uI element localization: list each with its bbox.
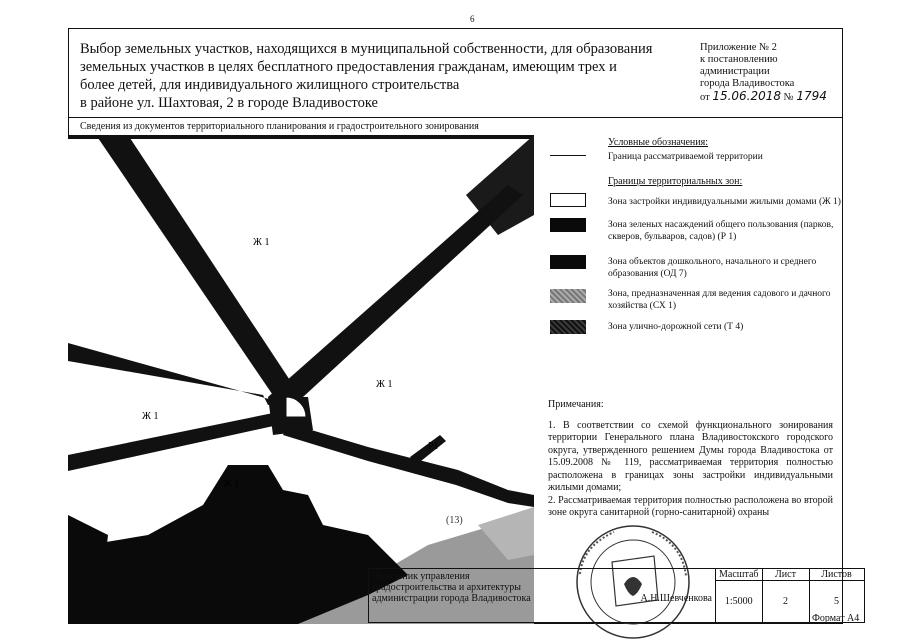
sheets-header: Листов	[808, 568, 865, 581]
notes-title: Примечания:	[548, 399, 604, 410]
title-line-3: более детей, для индивидуального жилищно…	[80, 77, 460, 93]
legend-zones-title: Границы территориальных зон:	[608, 176, 743, 187]
note-2: 2. Рассматриваемая территория полностью …	[548, 494, 833, 519]
green-zone-bottom	[88, 465, 408, 624]
legend-title: Условные обозначения:	[608, 137, 709, 148]
sheet-header: Лист	[761, 568, 810, 581]
signatory-position-1: Начальник управления	[372, 571, 470, 582]
signatory-position-2: градостроительства и архитектуры	[372, 582, 521, 593]
legend-item-sh1: Зона, предназначенная для ведения садово…	[608, 289, 831, 311]
road-diagonal-right	[268, 185, 523, 397]
road-label: (13)	[446, 515, 463, 526]
green-zone-left	[68, 515, 108, 624]
sheet-value: 2	[761, 580, 810, 623]
scale-value: 1:5000	[715, 580, 763, 623]
signatory-name: А.Н.Шевченкова	[640, 593, 712, 604]
zone-label-1: Ж 1	[253, 237, 269, 248]
small-zone-label: P1	[428, 441, 439, 452]
document-title: Выбор земельных участков, находящихся в …	[80, 40, 687, 112]
legend-item-t4: Зона улично-дорожной сети (Т 4)	[608, 322, 744, 332]
signatory-cell: Начальник управления градостроительства …	[368, 568, 716, 623]
small-p1-strip	[410, 435, 446, 465]
note-1: 1. В соответствии со схемой функциональн…	[548, 419, 833, 494]
title-line-4: в районе ул. Шахтовая, 2 в городе Владив…	[80, 95, 378, 111]
number-prefix: №	[783, 92, 794, 103]
handwritten-number: 1794	[796, 89, 827, 103]
road-west	[68, 343, 283, 405]
legend-swatch-sh1	[550, 289, 586, 303]
road-southwest	[68, 413, 278, 471]
legend-item-od7: Зона объектов дошкольного, начального и …	[608, 257, 817, 279]
legend-swatch-od7	[550, 255, 586, 269]
title-line-1: Выбор земельных участков, находящихся в …	[80, 41, 653, 57]
legend-boundary-label: Граница рассматриваемой территории	[608, 152, 763, 162]
title-line-2: земельных участков в целях бесплатного п…	[80, 59, 617, 75]
zone-label-3: Ж 1	[142, 411, 158, 422]
legend-item-zh1: Зона застройки индивидуальными жилыми до…	[608, 197, 841, 207]
dacha-zone-light	[478, 507, 534, 560]
page-number: 6	[470, 14, 475, 24]
study-area	[285, 396, 307, 418]
boundary-line-symbol	[550, 155, 586, 156]
legend-item-r1: Зона зеленых насаждений общего пользован…	[608, 220, 834, 242]
appendix-line-1: Приложение № 2	[700, 42, 777, 53]
map-top-border	[68, 135, 534, 139]
legend-swatch-zh1	[550, 193, 586, 207]
legend-swatch-r1	[550, 218, 586, 232]
zoning-map-svg: Ж 1 Ж 1 Ж 1 Ж 1 P1 (13)	[68, 135, 534, 624]
appendix-line-3: города Владивостока	[700, 78, 795, 89]
header-divider	[68, 117, 843, 118]
sheets-value: 5	[808, 580, 865, 623]
appendix-date-line: от 15.06.2018 № 1794	[700, 90, 845, 104]
zone-label-2: Ж 1	[376, 379, 392, 390]
scale-header: Масштаб	[715, 568, 763, 581]
section-label: Сведения из документов территориального …	[80, 121, 479, 132]
signatory-row: администрации города Владивостока А.Н.Ше…	[372, 593, 712, 604]
zone-label-4: Ж 1	[223, 479, 239, 490]
appendix-line-2: к постановлению администрации	[700, 54, 778, 77]
format-label: Формат А4	[812, 613, 860, 624]
title-block-table: Начальник управления градостроительства …	[368, 568, 865, 623]
signatory-position-3: администрации города Владивостока	[372, 593, 531, 604]
notes-block: Примечания: 1. В соответствии со схемой …	[548, 399, 833, 520]
zoning-map: Ж 1 Ж 1 Ж 1 Ж 1 P1 (13)	[68, 135, 534, 624]
date-prefix: от	[700, 92, 710, 103]
road-east	[283, 423, 534, 507]
road-diagonal-left	[96, 135, 303, 410]
handwritten-date: 15.06.2018	[712, 89, 782, 103]
appendix-block: Приложение № 2 к постановлению администр…	[700, 42, 845, 104]
legend-swatch-t4	[550, 320, 586, 334]
